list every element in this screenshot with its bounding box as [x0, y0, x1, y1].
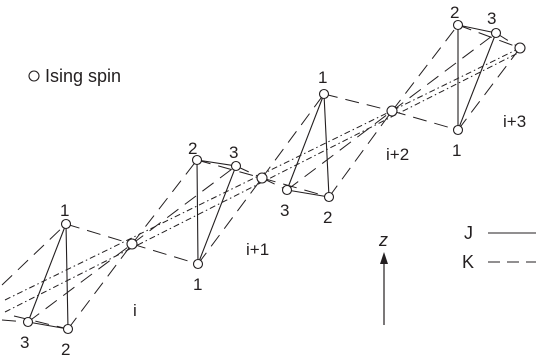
spin-index-3: 3 [20, 333, 29, 352]
ising-spin [126, 238, 138, 250]
k-bond [457, 47, 521, 131]
z-axis-label: z [378, 230, 388, 250]
k-bond [391, 110, 459, 131]
ising-spin [490, 27, 502, 39]
ising-spin [192, 258, 204, 270]
ising-spin [323, 191, 335, 203]
cell-label-i-plus-1: i+1 [246, 240, 269, 259]
ising-spin [60, 218, 72, 230]
legend-ising-spin: Ising spin [28, 66, 121, 86]
j-triangle-cell-i-plus-2 [286, 93, 330, 198]
legend-spin-label: Ising spin [45, 66, 121, 86]
ising-spin [22, 316, 34, 328]
ising-spin [256, 172, 268, 184]
ising-spin-legend-icon [28, 70, 40, 82]
legend-couplings: J K [462, 223, 536, 272]
spin-index-3: 3 [487, 9, 496, 28]
k-bond [65, 223, 133, 245]
spin-index-1: 1 [452, 141, 461, 160]
spin-index-2: 2 [188, 139, 197, 158]
ising-spin [514, 42, 526, 54]
k-bond [1, 319, 29, 323]
cell-label-i-plus-2: i+2 [386, 145, 409, 164]
k-bond [13, 315, 69, 330]
spin-index-2: 2 [450, 3, 459, 22]
ising-spin [281, 184, 293, 196]
spin-index-1: 1 [318, 68, 327, 87]
k-bond [131, 159, 198, 245]
z-axis-arrowhead [380, 252, 388, 264]
k-bond [1, 223, 67, 286]
ising-spin [318, 88, 330, 100]
legend-j-label: J [464, 223, 473, 243]
k-bond [261, 93, 325, 179]
spin-index-1: 1 [60, 201, 69, 220]
ising-spin [62, 323, 74, 335]
j-triangle-cell-i-plus-1 [196, 159, 237, 265]
spin-index-3: 3 [280, 201, 289, 220]
spin-index-3: 3 [229, 143, 238, 162]
legend-k-label: K [462, 252, 474, 272]
k-bond [323, 93, 393, 112]
k-bond [391, 24, 459, 112]
j-triangle-cell-i-plus-3 [457, 24, 497, 131]
ising-spin [452, 19, 464, 31]
k-bond [197, 177, 263, 265]
cell-label-i-plus-3: i+3 [503, 112, 526, 131]
k-bond [328, 110, 393, 198]
ising-spin [230, 160, 242, 172]
ising-spin [452, 124, 464, 136]
ising-spin [386, 105, 398, 117]
k-bond [196, 159, 263, 179]
k-bond [131, 243, 199, 265]
k-bond [67, 243, 133, 330]
cell-label-i: i [133, 301, 137, 320]
k-bond [261, 177, 330, 198]
spin-index-1: 1 [193, 275, 202, 294]
spin-index-2: 2 [61, 340, 70, 359]
k-bond [457, 24, 521, 49]
spin-index-2: 2 [323, 208, 332, 227]
ising-spin [191, 154, 203, 166]
j-triangle-cell-i [27, 223, 69, 330]
z-axis: z [378, 230, 388, 325]
